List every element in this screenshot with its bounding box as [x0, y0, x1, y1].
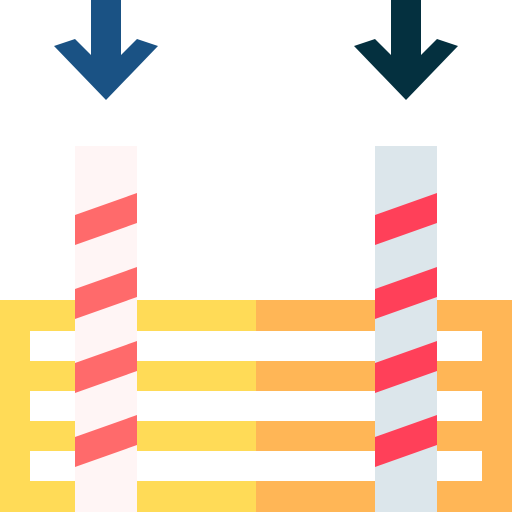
pole-left-stripe	[75, 193, 137, 245]
pole-right-stripe	[375, 415, 437, 467]
pole-right-stripe	[375, 341, 437, 393]
arrow-down-icon	[354, 0, 458, 100]
arrow-down-icon	[54, 0, 158, 100]
pole-left-stripe	[75, 267, 137, 319]
pole-left-stripe	[75, 415, 137, 467]
pole-left-stripe	[75, 341, 137, 393]
pole-right-stripe	[375, 193, 437, 245]
pole-right-stripe	[375, 267, 437, 319]
